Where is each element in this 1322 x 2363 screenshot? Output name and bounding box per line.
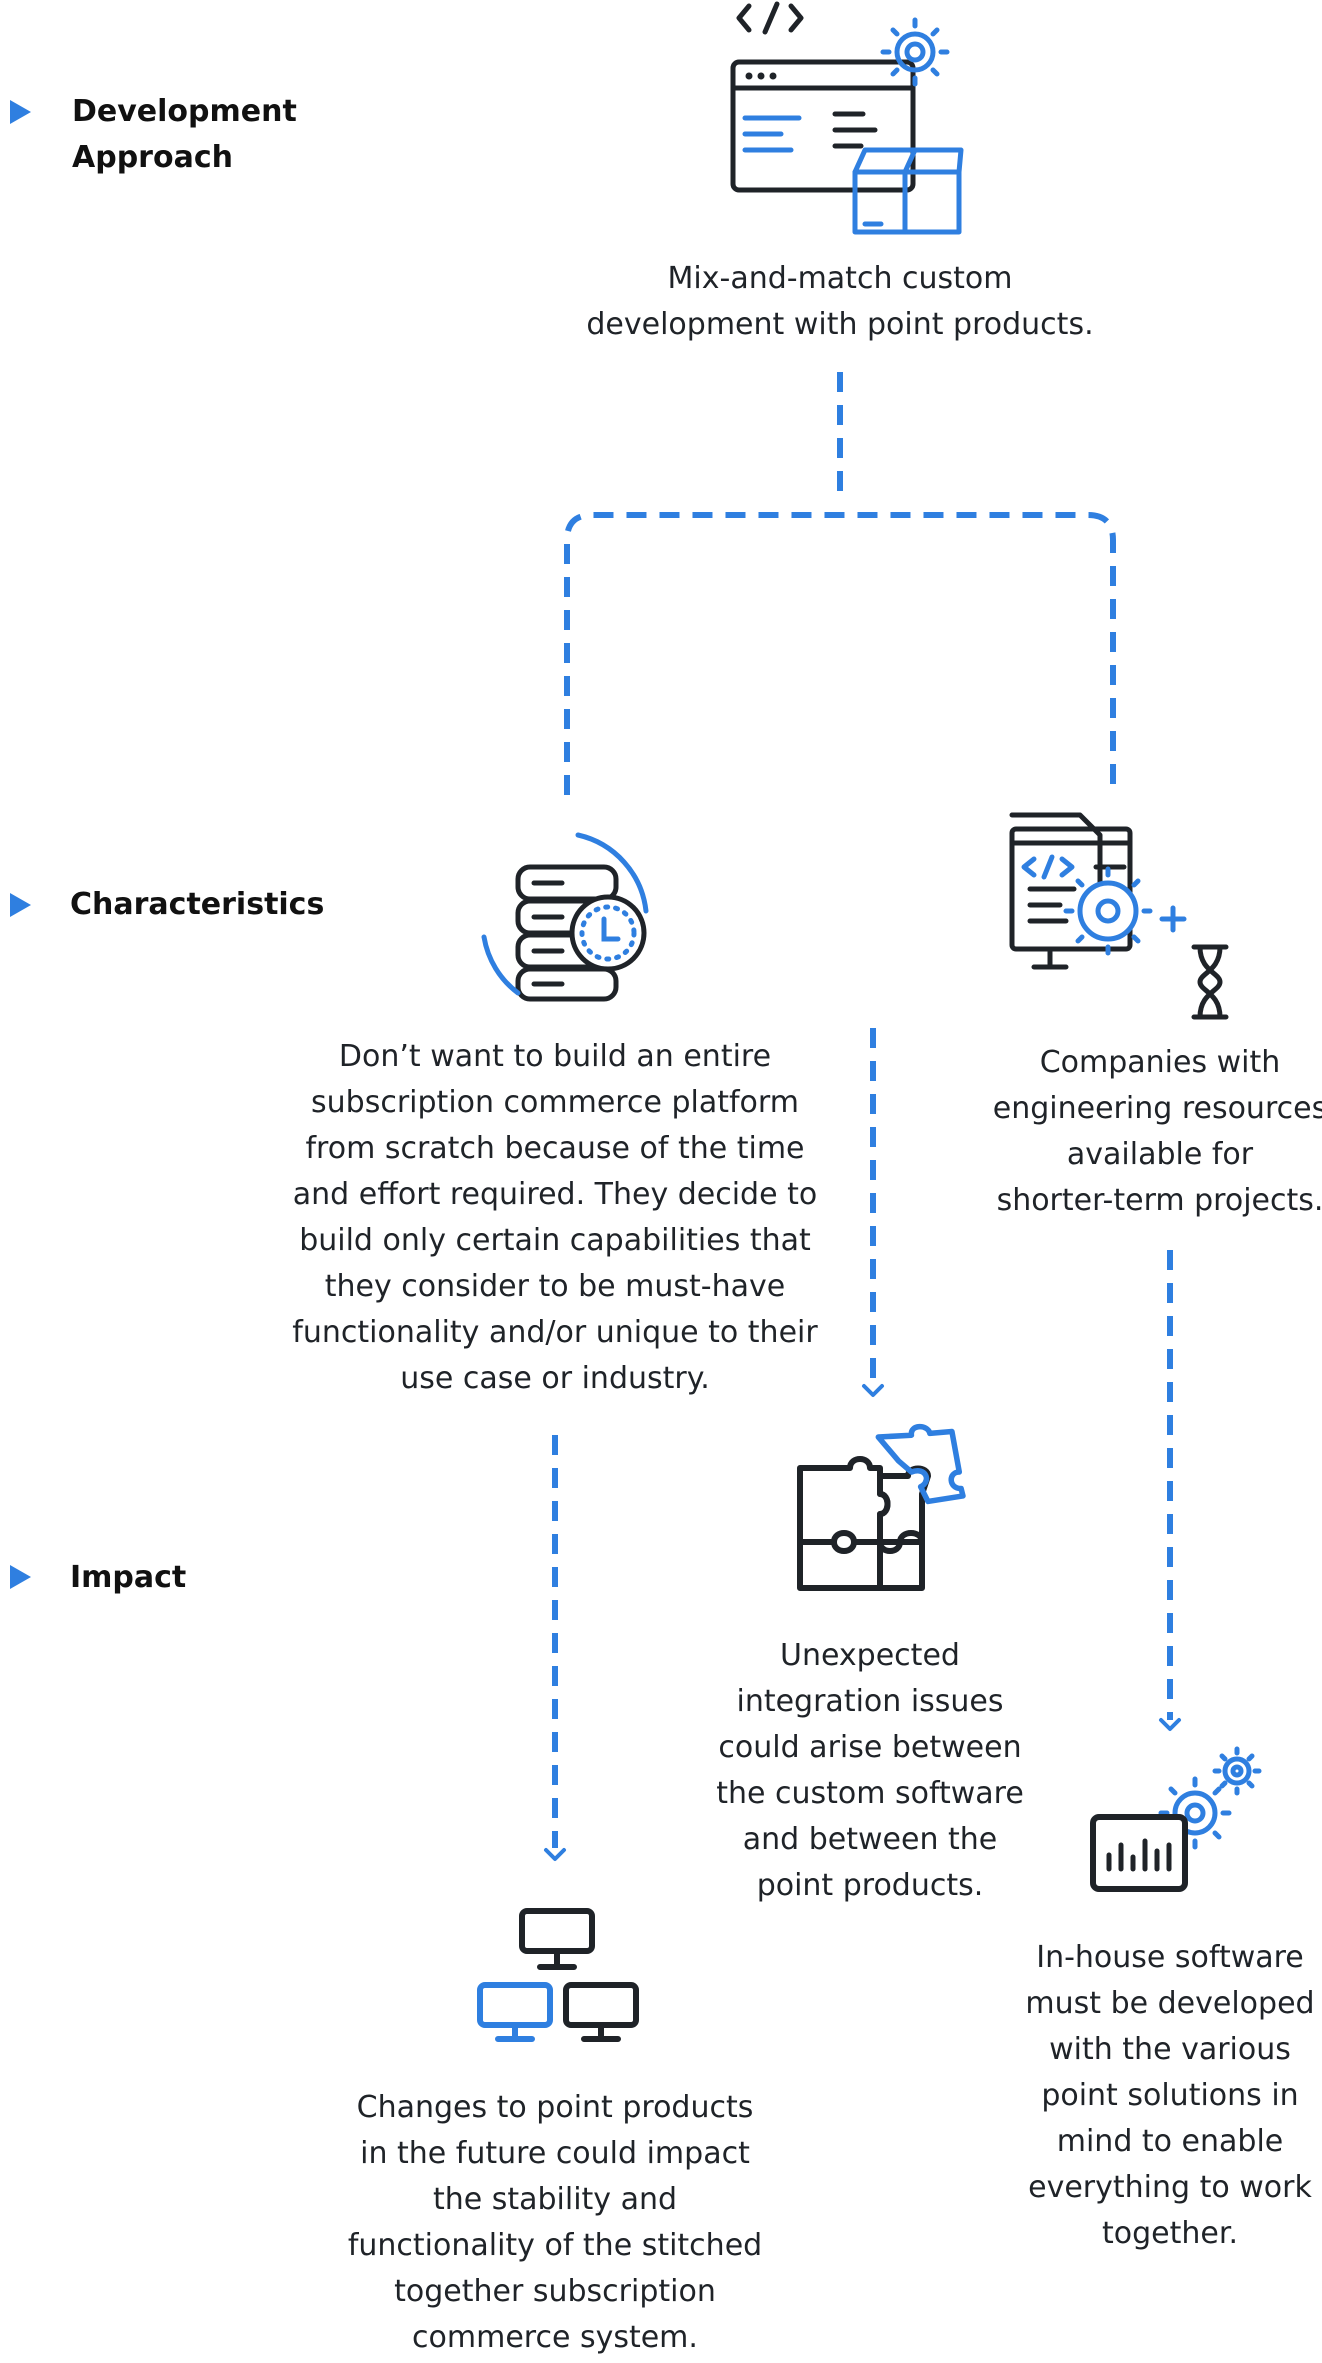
text-line: Mix-and-match custom [667,261,1013,296]
code-window-box-gear-icon [730,1,964,235]
text-line: from scratch because of the time [305,1131,805,1166]
text-line: commerce system. [412,2320,698,2355]
center-impact-text: Unexpected integration issues could aris… [700,1633,1040,1909]
code-document-gear-hourglass-icon [1009,812,1229,1020]
text-line: functionality of the stitched [347,2228,763,2263]
chart-gears-icon [1090,1746,1262,1892]
puzzle-pieces-icon [797,1423,966,1591]
text-line: they consider to be must-have [324,1269,786,1304]
text-line: mind to enable [1056,2124,1284,2159]
chevron-down-icon [1159,1718,1181,1731]
right-characteristic-text: Companies with engineering resources ava… [990,1040,1322,1224]
text-line: the stability and [432,2182,678,2217]
text-line: development with point products. [586,307,1094,342]
server-clock-icon [481,832,649,1002]
impact-arrow-icon [10,1565,31,1589]
development-arrow-icon [10,100,31,124]
text-line: Changes to point products [356,2090,754,2125]
left-characteristic-text: Don’t want to build an entire subscripti… [250,1034,860,1402]
connector-branch [564,512,1116,795]
text-line: Don’t want to build an entire [338,1039,772,1074]
text-line: could arise between [718,1730,1022,1765]
text-line: In-house software [1036,1940,1304,1975]
top-text: Mix-and-match custom development with po… [540,256,1140,348]
text-line: point products. [756,1868,984,1903]
text-line: and effort required. They decide to [292,1177,818,1212]
text-line: Companies with [1039,1045,1281,1080]
chevron-down-icon [862,1384,884,1397]
text-line: integration issues [736,1684,1004,1719]
development-approach-label: Development Approach [72,89,297,181]
right-impact-text: In-house software must be developed with… [1000,1935,1322,2257]
text-line: everything to work [1028,2170,1312,2205]
text-line: the custom software [716,1776,1024,1811]
text-line: in the future could impact [360,2136,750,2171]
text-line: together. [1102,2216,1238,2251]
text-line: build only certain capabilities that [299,1223,811,1258]
text-line: together subscription [394,2274,716,2309]
text-line: must be developed [1025,1986,1315,2021]
text-line: Unexpected [780,1638,960,1673]
text-line: with the various [1049,2032,1291,2067]
characteristics-label: Characteristics [70,887,325,922]
text-line: functionality and/or unique to their [292,1315,818,1350]
text-line: engineering resources [992,1091,1322,1126]
text-line: use case or industry. [400,1361,710,1396]
network-computers-icon [477,1908,639,2042]
development-label-line-1: Development [72,94,297,129]
impact-label: Impact [70,1560,187,1595]
text-line: and between the [742,1822,998,1857]
text-line: available for [1066,1137,1254,1172]
text-line: point solutions in [1041,2078,1299,2113]
development-label-line-2: Approach [72,140,233,175]
chevron-down-icon [544,1848,566,1861]
text-line: shorter-term projects. [996,1183,1322,1218]
text-line: subscription commerce platform [311,1085,799,1120]
left-impact-text: Changes to point products in the future … [320,2085,790,2361]
characteristics-arrow-icon [10,893,31,917]
